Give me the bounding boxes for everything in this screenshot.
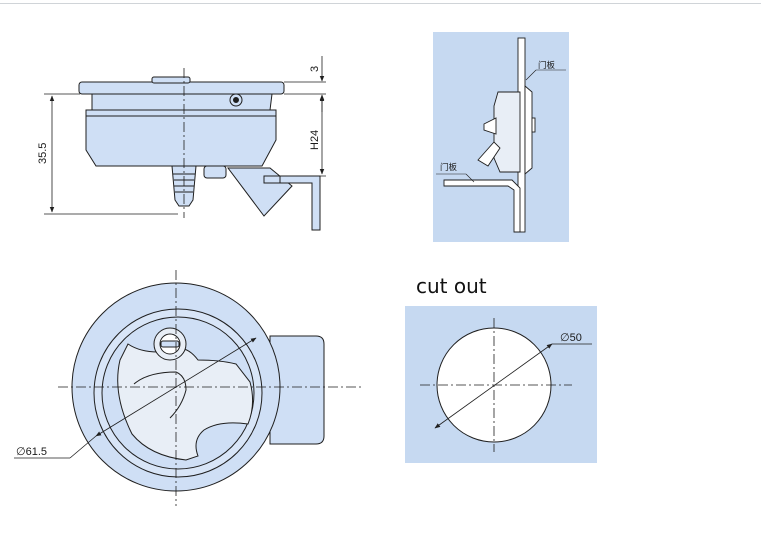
side-dim-top-label: 3 <box>309 66 321 72</box>
side-main-body <box>85 109 277 167</box>
front-side-tab <box>269 335 325 445</box>
mounted-label-lower: 门板 <box>440 162 458 173</box>
cutout-dim-diameter-label: ∅50 <box>560 332 582 344</box>
side-dim-height-label: 35.5 <box>37 143 49 164</box>
front-dim-diameter-label: ∅61.5 <box>16 446 47 458</box>
leader-upper <box>525 69 537 81</box>
mounted-latch <box>483 117 497 135</box>
front-diameter-line <box>95 337 257 437</box>
side-spring-wheel <box>203 165 227 179</box>
side-dim-h24-label: H24 <box>309 130 321 150</box>
leader-lower <box>465 173 475 183</box>
side-upper-body <box>91 93 273 111</box>
side-dimensions <box>44 56 326 215</box>
side-view <box>78 76 321 231</box>
mounted-label-upper: 门板 <box>538 60 556 71</box>
side-cam-hook <box>227 167 293 217</box>
mounted-lock-body <box>493 91 521 173</box>
side-flange <box>78 81 285 95</box>
mounted-view <box>443 37 536 233</box>
cutout-title: cut out <box>416 274 487 298</box>
top-divider-line <box>0 3 761 4</box>
cutout-diameter-line <box>434 343 553 429</box>
side-top-button <box>151 76 191 84</box>
mounted-bracket <box>443 179 521 233</box>
